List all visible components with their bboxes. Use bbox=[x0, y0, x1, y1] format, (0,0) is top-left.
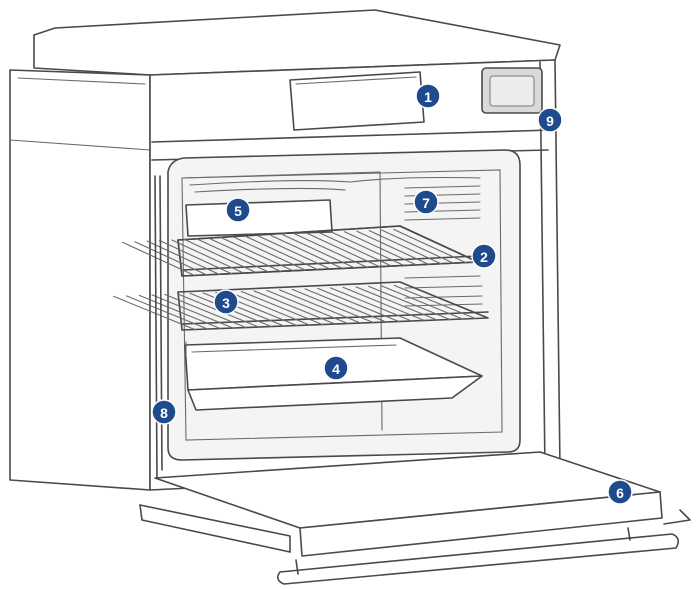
callout-4: 4 bbox=[323, 355, 349, 381]
rack-wire bbox=[355, 286, 438, 321]
rack-wire bbox=[329, 287, 413, 322]
rack-wire bbox=[319, 232, 393, 267]
rack-wire bbox=[122, 241, 195, 276]
rack-wire bbox=[344, 231, 417, 266]
rack-wire bbox=[245, 235, 319, 271]
rack-wire bbox=[291, 288, 374, 324]
rack-wire bbox=[171, 239, 245, 274]
upper-wire-rack bbox=[122, 225, 479, 277]
rack-wire bbox=[368, 285, 451, 321]
rack-wire bbox=[134, 241, 208, 276]
callout-2: 2 bbox=[471, 243, 497, 269]
rack-wire bbox=[307, 232, 380, 268]
callout-9: 9 bbox=[537, 107, 563, 133]
rack-wire bbox=[304, 288, 387, 323]
rack-wire bbox=[342, 286, 425, 322]
rack-wire bbox=[146, 240, 220, 275]
rack-wire bbox=[113, 295, 196, 331]
rack-wire bbox=[393, 228, 467, 264]
rack-wire bbox=[270, 234, 343, 269]
rack-wire bbox=[159, 239, 232, 275]
rack-wire bbox=[227, 291, 311, 326]
rack-wire bbox=[368, 230, 442, 265]
rack-wire bbox=[196, 238, 269, 273]
rack-wire bbox=[138, 294, 221, 330]
rack-wire bbox=[278, 289, 362, 324]
callout-3: 3 bbox=[213, 289, 239, 315]
rack-wire bbox=[151, 294, 234, 329]
callout-7: 7 bbox=[413, 189, 439, 215]
callout-5: 5 bbox=[225, 197, 251, 223]
rack-wire bbox=[208, 237, 282, 272]
callout-label: 1 bbox=[424, 89, 432, 105]
rack-wire bbox=[393, 284, 476, 320]
rack-wire bbox=[257, 235, 331, 270]
callout-label: 7 bbox=[422, 195, 430, 211]
callout-label: 8 bbox=[160, 405, 168, 421]
rack-wire bbox=[317, 287, 400, 323]
rack-wire bbox=[266, 289, 349, 325]
rack-wire bbox=[294, 233, 368, 268]
rack-wire bbox=[125, 295, 209, 330]
callout-6: 6 bbox=[607, 479, 633, 505]
oven-door bbox=[139, 451, 691, 585]
rack-wire bbox=[380, 285, 464, 320]
lower-wire-rack bbox=[113, 281, 489, 331]
rack-wire bbox=[253, 290, 336, 325]
callout-label: 3 bbox=[222, 295, 230, 311]
rack-wire bbox=[381, 229, 454, 264]
rack-wire bbox=[356, 230, 430, 265]
rack-wire bbox=[282, 234, 356, 269]
rack-wire bbox=[240, 290, 323, 326]
rack-wire bbox=[164, 293, 247, 329]
callout-1: 1 bbox=[415, 83, 441, 109]
callout-label: 6 bbox=[616, 485, 624, 501]
rack-wire bbox=[233, 236, 306, 271]
callout-label: 9 bbox=[546, 113, 554, 129]
callout-label: 4 bbox=[332, 361, 340, 377]
rack-wire bbox=[183, 238, 257, 274]
control-display bbox=[289, 71, 425, 131]
rear-cover bbox=[185, 199, 333, 237]
rack-wire bbox=[331, 231, 405, 267]
callout-badges: 1 2 3 4 5 6 7 8 9 bbox=[151, 83, 633, 505]
callout-8: 8 bbox=[151, 399, 177, 425]
callout-label: 5 bbox=[234, 203, 242, 219]
vent-panel bbox=[481, 67, 543, 114]
callout-label: 2 bbox=[480, 249, 488, 265]
rack-wire bbox=[220, 237, 294, 272]
